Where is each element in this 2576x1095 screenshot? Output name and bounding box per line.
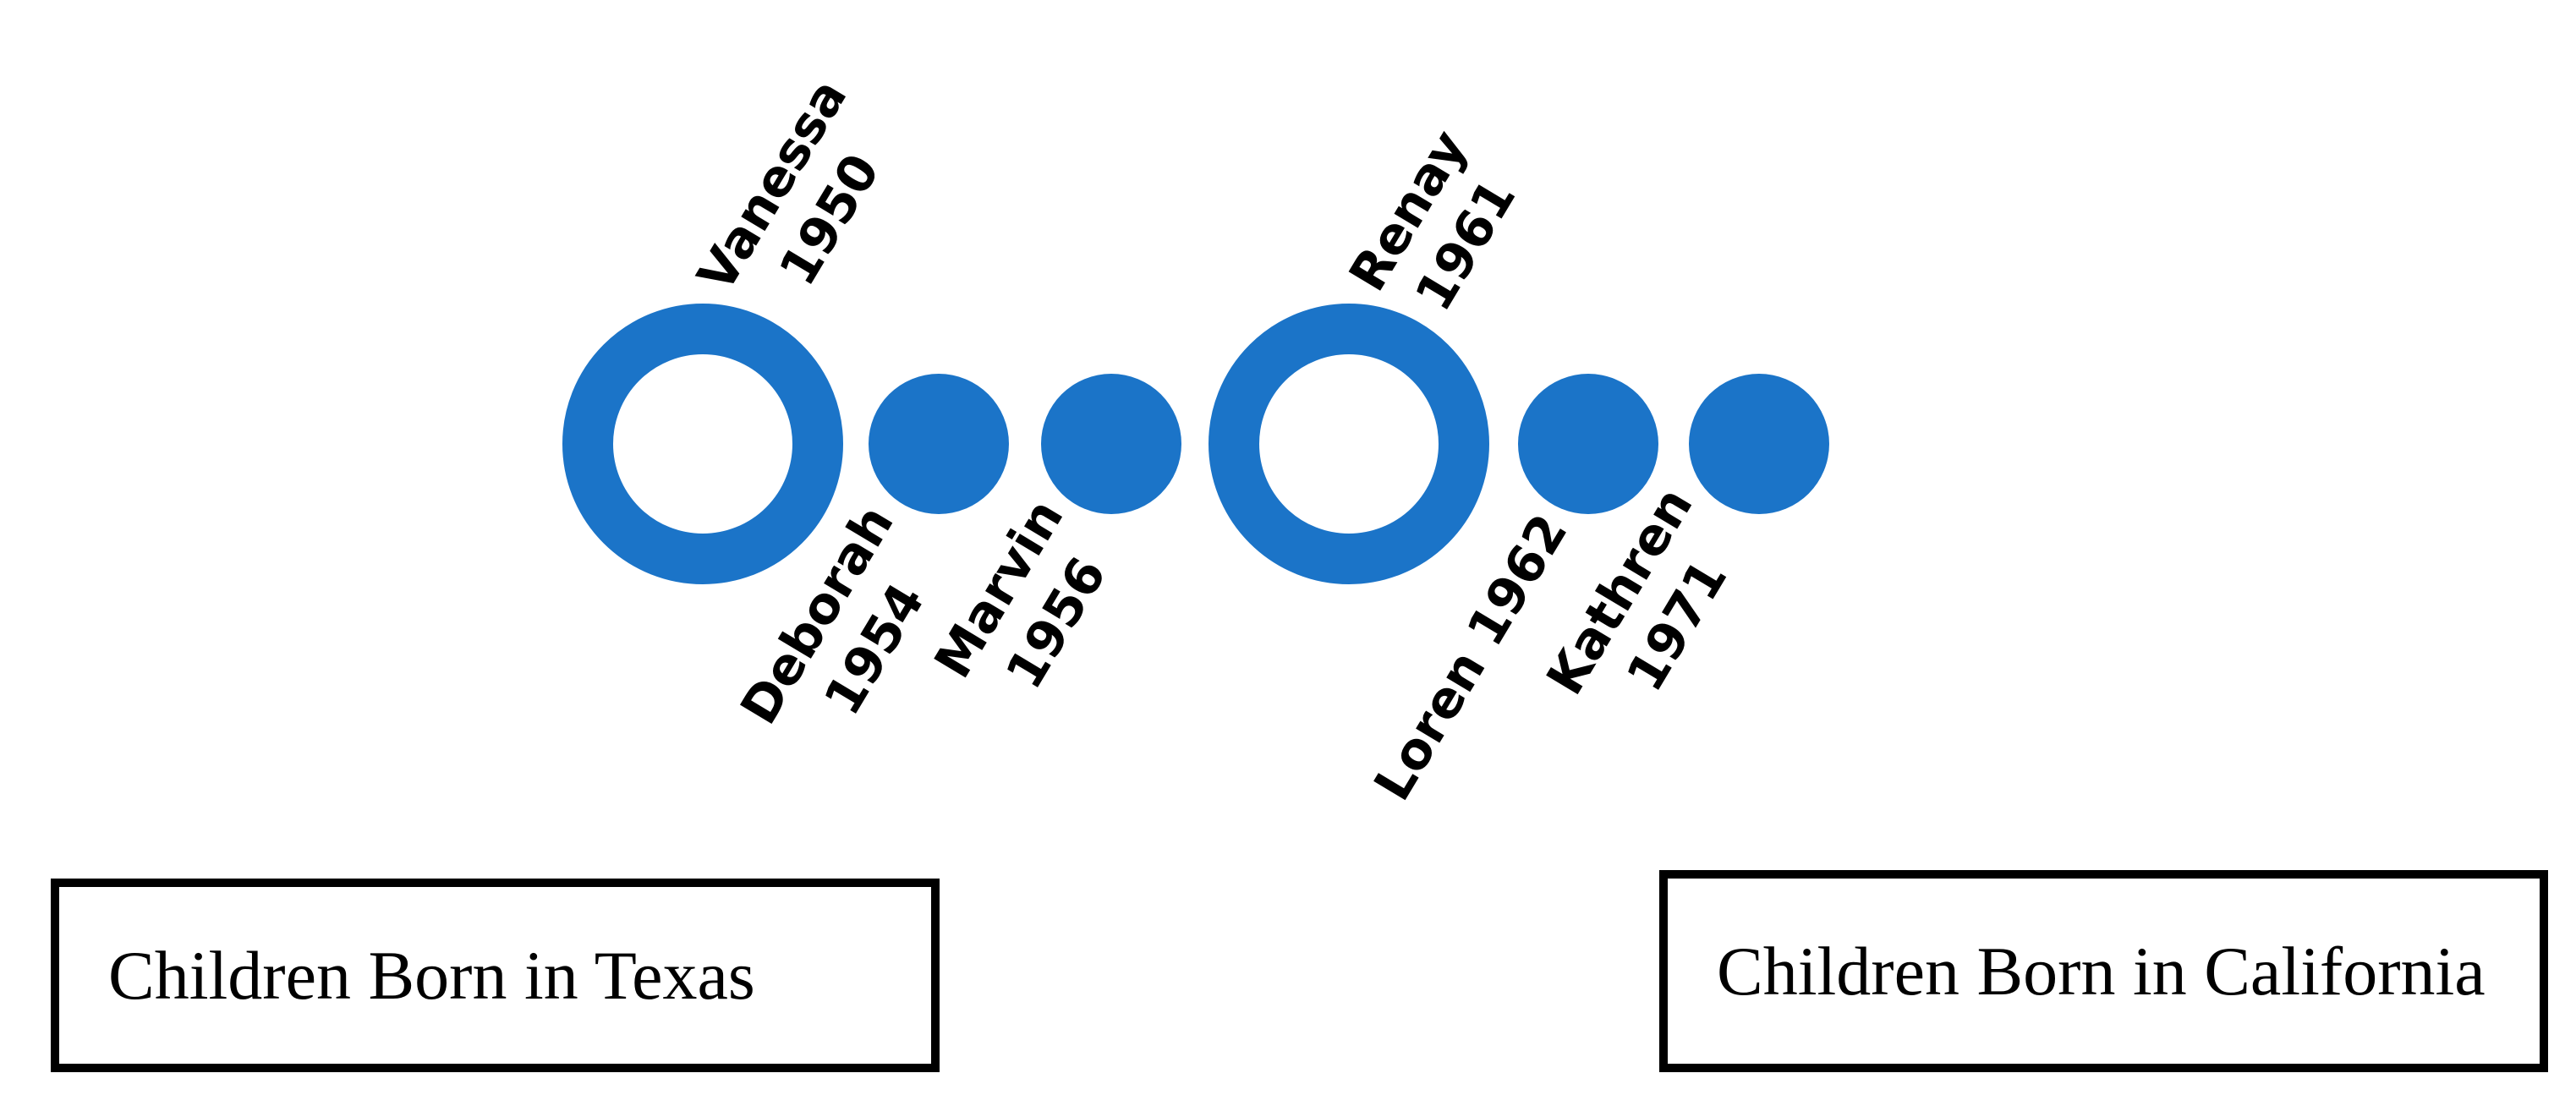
kathren-dot-marker — [1689, 374, 1829, 514]
california-box: Children Born in California — [1659, 870, 2548, 1072]
california-box-label: Children Born in California — [1717, 932, 2486, 1010]
texas-box-label: Children Born in Texas — [108, 936, 755, 1014]
kathren-label: Kathren 1971 — [1535, 477, 1740, 705]
marvin-dot-marker — [1041, 374, 1181, 514]
vanessa-label: Vanessa 1950 — [686, 68, 892, 302]
texas-box: Children Born in Texas — [51, 879, 940, 1072]
loren-dot-marker — [1518, 374, 1658, 514]
deborah-dot-marker — [869, 374, 1009, 514]
marvin-label: Marvin 1956 — [923, 489, 1119, 699]
renay-ring-marker — [1209, 304, 1489, 584]
vanessa-ring-marker — [562, 304, 843, 584]
